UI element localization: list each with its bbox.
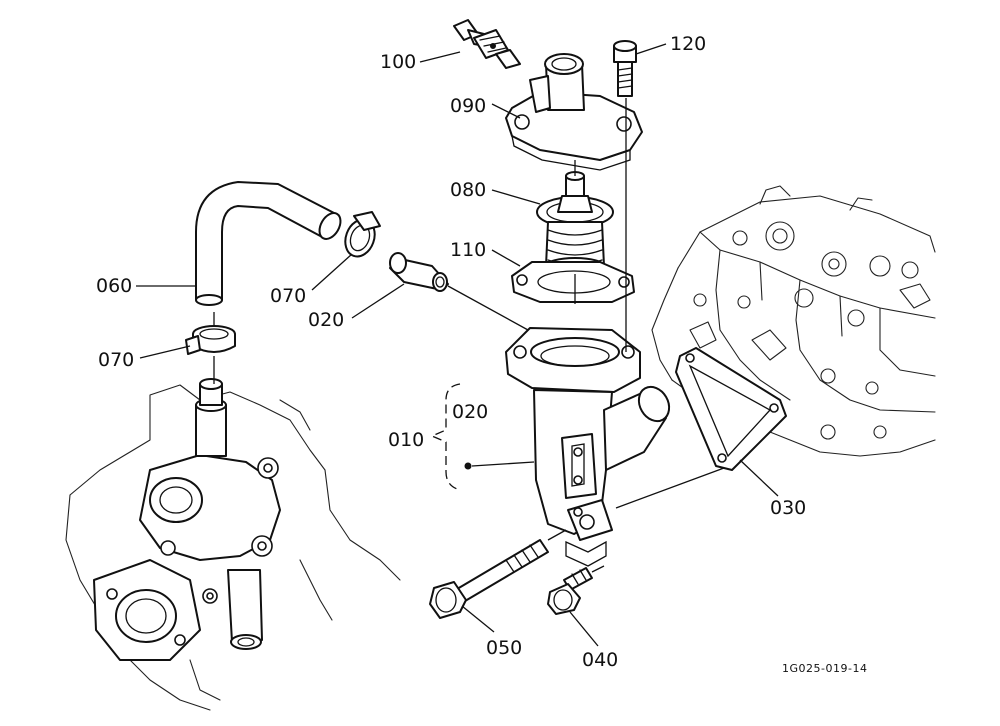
water-pump-illustration	[65, 378, 401, 711]
callout-020-bracket: 020	[452, 401, 488, 423]
callout-080: 080	[450, 179, 486, 201]
callout-labels: 100 120 090 080 110 060 070 020 070 020 …	[96, 33, 867, 675]
part-010-thermostat-housing	[505, 327, 671, 567]
callout-010: 010	[388, 429, 424, 451]
callout-030: 030	[770, 497, 806, 519]
callout-020-upper: 020	[308, 309, 344, 331]
callout-060: 060	[96, 275, 132, 297]
part-120-bolt	[613, 40, 637, 97]
callout-090: 090	[450, 95, 486, 117]
assembly-guide-lines	[213, 98, 725, 573]
part-110-gasket	[511, 261, 635, 303]
callout-050: 050	[486, 637, 522, 659]
callout-100: 100	[380, 51, 416, 73]
part-020-pipe	[389, 252, 449, 292]
part-060-bypass-hose	[195, 181, 342, 306]
part-080-thermostat	[536, 171, 614, 275]
callout-120: 120	[670, 33, 706, 55]
callout-070-upper: 070	[270, 285, 306, 307]
callout-070-lower: 070	[98, 349, 134, 371]
part-070-hose-clamp-upper	[344, 211, 381, 258]
part-090-thermostat-cover	[505, 53, 643, 171]
part-100-temperature-sensor	[453, 19, 521, 69]
part-030-gasket	[675, 347, 787, 471]
callout-110: 110	[450, 239, 486, 261]
reference-code: 1G025-019-14	[782, 662, 867, 675]
callout-leaders	[136, 43, 779, 647]
part-050-long-bolt	[429, 539, 549, 619]
part-070-hose-clamp-lower	[185, 325, 236, 355]
part-040-short-bolt	[547, 567, 593, 615]
callout-040: 040	[582, 649, 618, 671]
